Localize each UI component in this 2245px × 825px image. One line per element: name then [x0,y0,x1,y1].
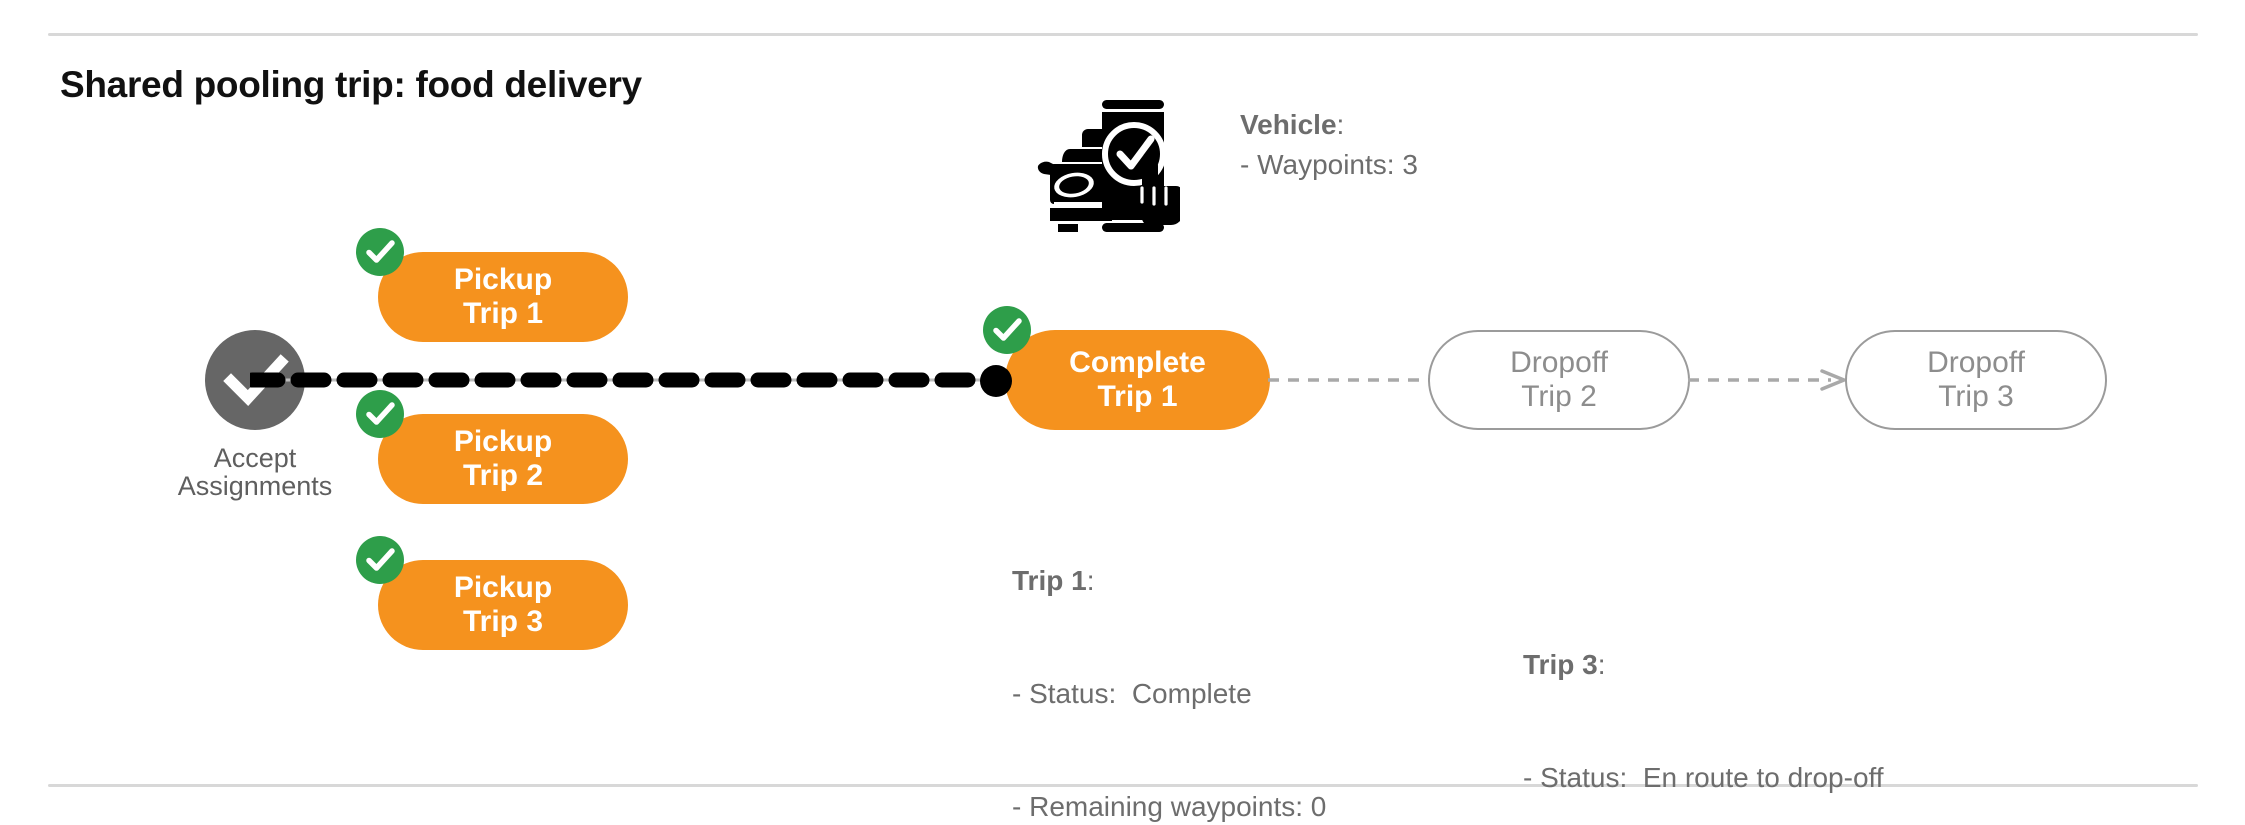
trip-details-right-block: Trip 3: - Status: En route to drop-off -… [1523,571,1884,825]
vehicle-heading-colon: : [1336,109,1345,140]
trip-1-heading: Trip 1 [1012,565,1087,597]
vehicle-heading: Vehicle [1240,109,1337,140]
top-divider [48,33,2198,36]
vehicle-heading-line: Vehicle: [1240,105,1418,145]
vehicle-info-block: Vehicle: - Waypoints: 3 [1240,105,1418,185]
pickup-trip-1-node[interactable]: Pickup Trip 1 [356,228,628,342]
green-check-badge-icon [356,536,404,584]
pickup-trip-1-line1: Pickup [453,263,553,297]
page-title: Shared pooling trip: food delivery [60,64,642,105]
trip-3-status: - Status: En route to drop-off [1523,762,1884,794]
assignment-trunk-line [244,355,1014,405]
trip-1-status: - Status: Complete [1012,678,1252,710]
pickup-trip-3-node[interactable]: Pickup Trip 3 [356,536,628,650]
pickup-trip-1-line2: Trip 1 [462,297,544,330]
accept-assignments-label: Accept Assignments [177,443,333,502]
car-phone-check-icon [1030,82,1183,235]
pickup-trip-2-node[interactable]: Pickup Trip 2 [356,390,628,504]
trip-3-heading-colon: : [1597,649,1606,681]
vehicle-waypoints-line: - Waypoints: 3 [1240,148,1418,180]
trip-1-remaining-waypoints: - Remaining waypoints: 0 [1012,791,1327,823]
green-check-badge-icon [356,228,404,276]
pickup-trip-3-line2: Trip 3 [462,605,544,638]
green-check-badge-icon [983,306,1031,354]
pickup-trip-3-line1: Pickup [453,571,553,605]
dropoff-trip-3-line1: Dropoff [1927,346,2025,380]
dropoff-trip-2-line1: Dropoff [1510,346,1608,380]
complete-trip-1-node[interactable]: Complete Trip 1 [983,306,1270,430]
complete-trip-1-line2: Trip 1 [1097,380,1178,413]
green-check-badge-icon [356,390,404,438]
pickup-trip-2-line1: Pickup [453,425,553,459]
trip-3-heading-line: Trip 3: [1523,646,1884,684]
accept-assignments-node[interactable]: Accept Assignments [155,330,355,501]
complete-trip-1-line1: Complete [1069,346,1206,380]
connector-complete-to-dropoff2 [1268,362,1434,398]
connector-dropoff2-to-dropoff3 [1688,362,1850,398]
bottom-divider [48,784,2198,787]
trip-3-heading: Trip 3 [1523,649,1598,681]
pickup-trip-2-line2: Trip 2 [462,459,544,492]
dropoff-trip-2-node[interactable]: Dropoff Trip 2 [1428,330,1690,430]
dropoff-trip-3-node[interactable]: Dropoff Trip 3 [1845,330,2107,430]
dropoff-trip-2-line2: Trip 2 [1521,380,1597,413]
trip-1-heading-line: Trip 1: [1012,562,1373,600]
dropoff-trip-3-line2: Trip 3 [1938,380,2014,413]
trip-details-left-block: Trip 1: - Status: Complete - Remaining w… [1012,487,1373,825]
trip-1-heading-colon: : [1086,565,1095,597]
trunk-joint-dot [980,365,1012,397]
